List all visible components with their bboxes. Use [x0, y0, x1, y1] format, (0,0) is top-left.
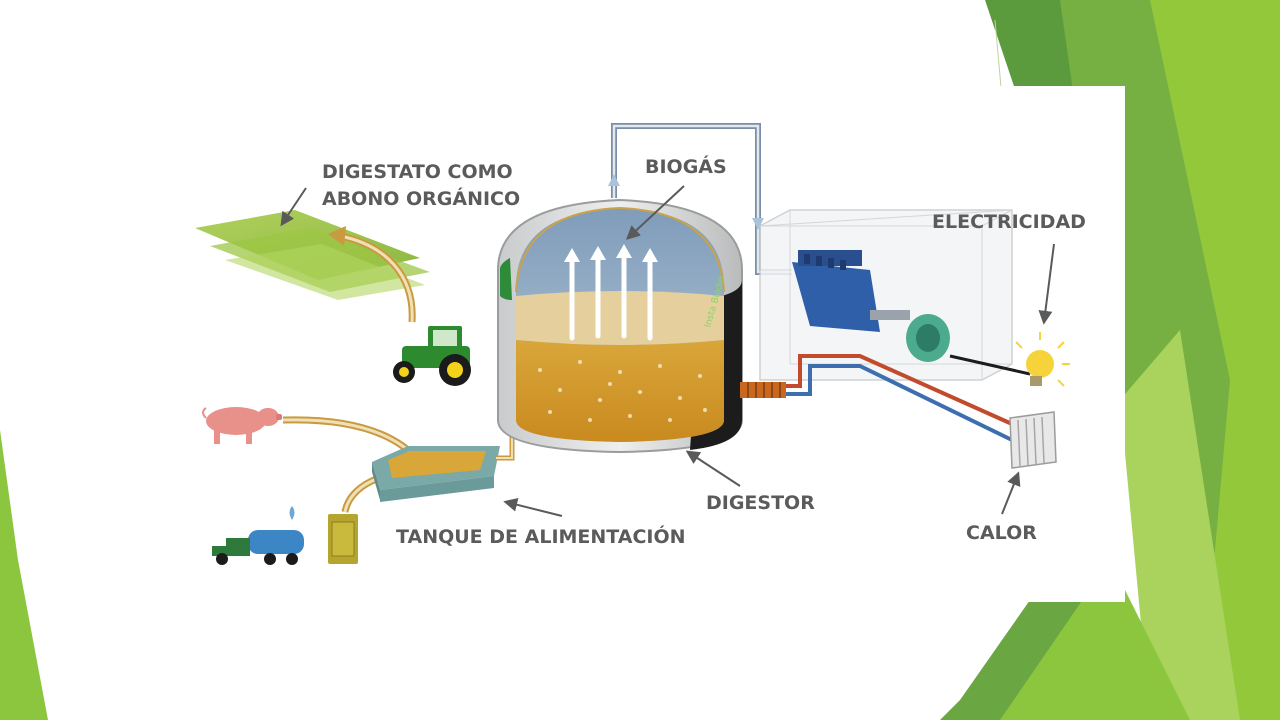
tractor-to-field-arrowhead	[328, 226, 346, 246]
electric-wire	[949, 354, 1031, 376]
pointer-digestato	[280, 187, 307, 227]
deco-light-green-shape	[1150, 0, 1280, 720]
pointer-calor	[1001, 471, 1021, 515]
label-calor: CALOR	[966, 522, 1037, 544]
water-truck-icon	[212, 506, 304, 565]
biogas-pipe-arrow-right	[752, 218, 764, 230]
pointer-biogas	[625, 185, 685, 240]
label-digestato-line2: ABONO ORGÁNICO	[322, 187, 520, 210]
deco-pale-green-shape	[1120, 330, 1240, 720]
tractor-icon	[393, 326, 471, 386]
hot-pipe	[786, 354, 1013, 426]
digester-tank: Insta Biodel	[497, 198, 743, 454]
jerrycan-icon	[328, 514, 358, 564]
label-tanque: TANQUE DE ALIMENTACIÓN	[396, 524, 686, 548]
label-electricidad: ELECTRICIDAD	[932, 211, 1086, 233]
field-illustration	[195, 210, 430, 300]
label-digestato-line1: DIGESTATO COMO	[322, 161, 513, 183]
heat-exchanger	[740, 382, 786, 398]
label-biogas: BIOGÁS	[645, 155, 727, 178]
field-strip-3	[225, 244, 425, 300]
pointer-electricidad	[1038, 243, 1055, 325]
feeding-tank	[372, 446, 500, 502]
tractor-to-field-arrow-inner	[339, 234, 414, 323]
pointer-tanque	[503, 497, 563, 517]
engine-icon	[792, 250, 950, 362]
pointer-digestor	[685, 450, 741, 487]
deco-bottom-light-shape	[1000, 560, 1190, 720]
biogas-pipe-arrow	[608, 174, 620, 186]
light-bulb-icon	[1015, 332, 1070, 387]
label-digestor: DIGESTOR	[706, 492, 815, 514]
cold-pipe	[786, 364, 1013, 442]
pig-icon	[202, 407, 282, 444]
radiator-icon	[1009, 411, 1057, 469]
chp-enclosure	[759, 209, 1013, 381]
deco-left-green-shape	[0, 430, 48, 720]
